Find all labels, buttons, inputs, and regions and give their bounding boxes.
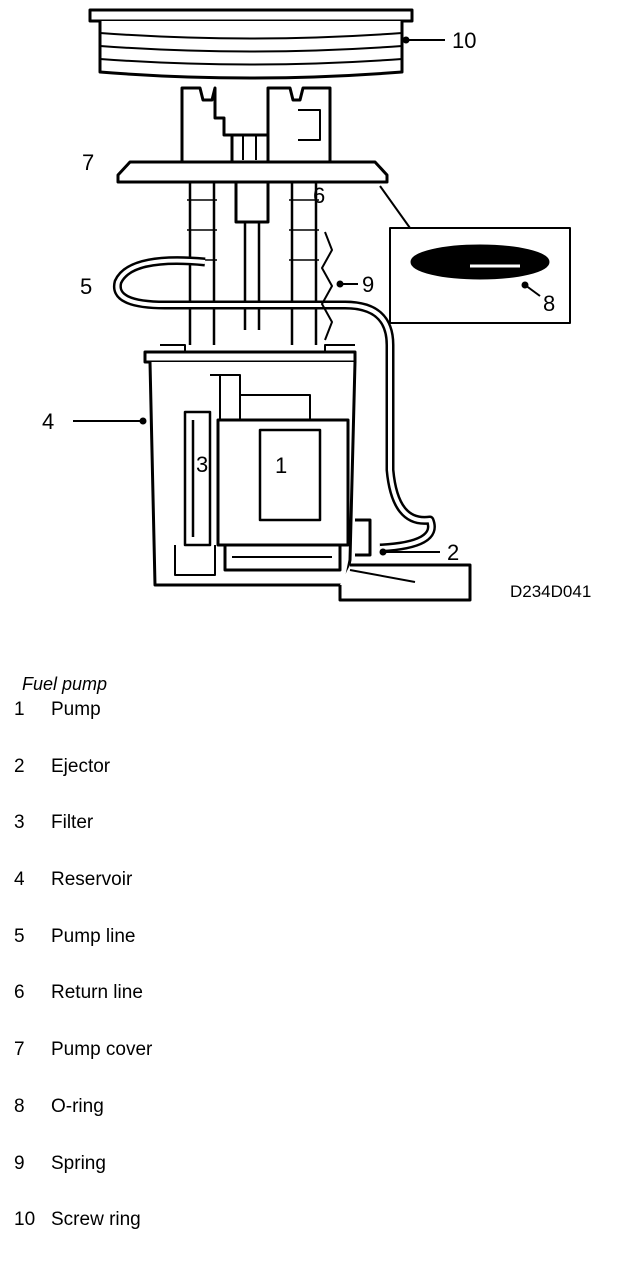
legend-label: Pump line: [51, 925, 136, 947]
callout-8: 8: [543, 291, 555, 316]
callout-4: 4: [42, 409, 54, 434]
legend-label: O-ring: [51, 1095, 104, 1117]
filter-part: [183, 410, 212, 547]
legend-number: 1: [14, 699, 25, 720]
pump-cover-flange: [116, 160, 389, 184]
legend-number: 9: [14, 1152, 25, 1174]
legend-label: Return line: [51, 982, 143, 1004]
legend-number: 6: [14, 982, 25, 1004]
legend-label: Ejector: [51, 755, 111, 777]
legend-number: 8: [14, 1095, 25, 1117]
legend-item: 8 O-ring: [14, 1095, 152, 1152]
legend-item: 7 Pump cover: [14, 1038, 152, 1095]
cover-connectors: [180, 86, 332, 164]
callout-3: 3: [196, 452, 208, 477]
legend-label: Pump cover: [51, 1039, 153, 1061]
legend-item: 6 Return line: [14, 981, 152, 1038]
legend-label: Filter: [51, 812, 94, 834]
legend-number: 10: [14, 1209, 36, 1231]
callout-5: 5: [80, 274, 92, 299]
document-id: D234D041: [510, 582, 591, 601]
legend-title: Fuel pump: [22, 674, 108, 694]
spring-part: [321, 231, 333, 341]
legend-item: 10 Screw ring: [14, 1208, 152, 1265]
legend-label: Screw ring: [51, 1209, 141, 1231]
ejector-part: [338, 518, 472, 602]
callout-6: 6: [313, 183, 325, 208]
legend-item: 9 Spring: [14, 1152, 152, 1209]
legend-label: Spring: [51, 1152, 106, 1174]
pump-part: [216, 418, 350, 572]
legend-item: 3 Filter: [14, 811, 152, 868]
callout-1: 1: [275, 453, 287, 478]
legend-item: 2 Ejector: [14, 755, 152, 812]
o-ring-inset: [379, 185, 571, 324]
legend-item: 4 Reservoir: [14, 868, 152, 925]
callout-7: 7: [82, 150, 94, 175]
legend-number: 7: [14, 1039, 25, 1061]
screw-ring-part: [88, 8, 414, 80]
legend-item: 5 Pump line: [14, 925, 152, 982]
legend-label: Pump: [51, 699, 101, 720]
legend-number: 5: [14, 925, 25, 947]
legend-item: 1 Pump: [14, 698, 152, 755]
legend-number: 3: [14, 812, 25, 834]
return-line-part: [234, 180, 270, 330]
callout-10: 10: [452, 28, 476, 53]
legend-label: Reservoir: [51, 869, 133, 891]
legend-number: 4: [14, 869, 25, 891]
fuel-pump-diagram: 1 2 3 4 5 6 7 8 9 10 D234D041: [42, 8, 591, 602]
legend-number: 2: [14, 755, 25, 777]
callout-9: 9: [362, 272, 374, 297]
callout-2: 2: [447, 540, 459, 565]
